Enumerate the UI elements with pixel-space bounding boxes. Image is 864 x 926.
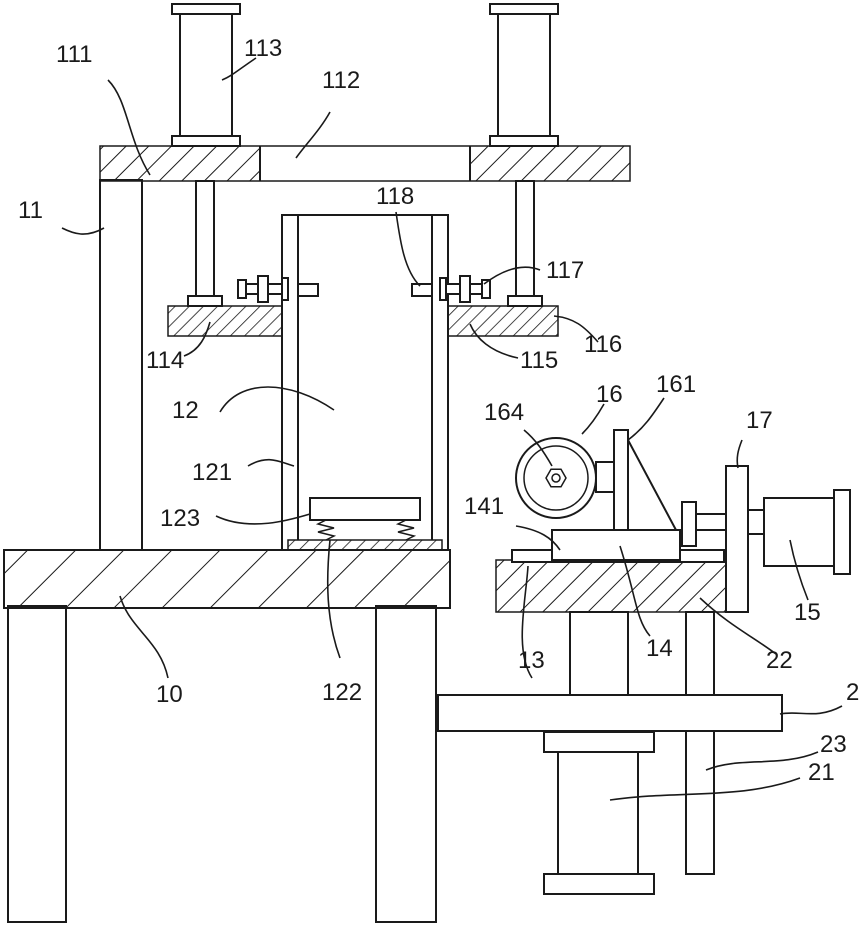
cylinder-21 [544, 732, 654, 894]
frame-column-11 [100, 180, 142, 550]
press-plate-123 [310, 498, 420, 520]
label-121: 121 [192, 459, 232, 486]
label-17: 17 [746, 407, 773, 434]
label-2: 2 [846, 679, 859, 706]
label-10: 10 [156, 681, 183, 708]
label-164: 164 [484, 399, 524, 426]
guide-rod-23 [686, 612, 714, 874]
cylinder-113-left [172, 4, 240, 146]
label-116: 116 [584, 331, 622, 358]
label-115: 115 [520, 347, 558, 374]
lift-plate-116 [448, 306, 558, 336]
label-11: 11 [18, 197, 43, 224]
top-plate-111 [100, 146, 630, 181]
cylinder-15 [748, 490, 850, 574]
label-122: 122 [322, 679, 362, 706]
label-117: 117 [546, 257, 584, 284]
label-113: 113 [244, 35, 282, 62]
wheel-16 [516, 438, 614, 518]
label-14: 14 [646, 635, 673, 662]
arm-2 [438, 695, 782, 731]
label-123: 123 [160, 505, 200, 532]
label-141: 141 [464, 493, 504, 520]
bracket-161 [614, 430, 676, 530]
label-118: 118 [376, 183, 414, 210]
label-114: 114 [146, 347, 184, 374]
feed-screw [682, 502, 726, 546]
label-15: 15 [794, 599, 821, 626]
label-22: 22 [766, 647, 793, 674]
table-top-10 [4, 550, 450, 608]
cylinder-113-right [490, 4, 558, 146]
label-13: 13 [518, 647, 545, 674]
support-post [570, 612, 628, 696]
base-plate-22 [496, 560, 726, 612]
label-112: 112 [322, 67, 360, 94]
end-plate-17 [726, 466, 748, 612]
table-legs [8, 606, 436, 922]
label-12: 12 [172, 397, 199, 424]
label-16: 16 [596, 381, 623, 408]
label-161: 161 [656, 371, 696, 398]
label-111: 111 [56, 41, 92, 68]
label-21: 21 [808, 759, 835, 786]
lift-plate-114 [168, 306, 284, 336]
label-23: 23 [820, 731, 847, 758]
slider-14 [552, 530, 680, 560]
